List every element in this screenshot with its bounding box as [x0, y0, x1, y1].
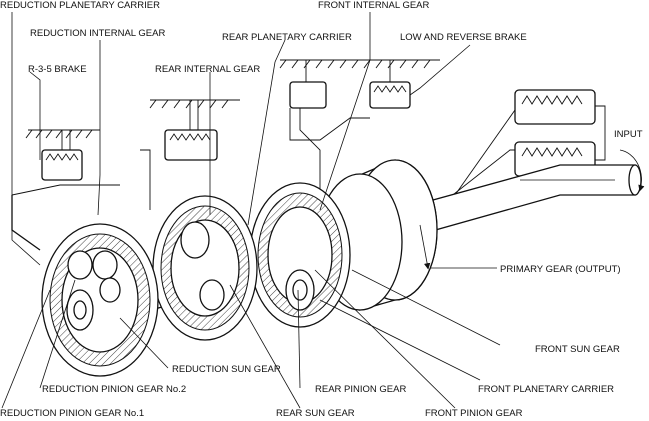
label-low-and-reverse-brake: LOW AND REVERSE BRAKE [400, 32, 527, 43]
label-input: INPUT [614, 129, 643, 140]
label-front-planetary-carrier: FRONT PLANETARY CARRIER [478, 384, 614, 395]
label-reduction-pinion-gear-1: REDUCTION PINION GEAR No.1 [0, 408, 144, 419]
case-ground-hatching [25, 59, 440, 139]
rear-clutch-pack [164, 100, 218, 161]
label-reduction-internal-gear: REDUCTION INTERNAL GEAR [30, 28, 165, 39]
drum-connectors [11, 108, 516, 251]
label-front-internal-gear: FRONT INTERNAL GEAR [318, 0, 430, 11]
leader-lines [1, 12, 501, 409]
reduction-planetary-set [41, 223, 159, 377]
label-rear-internal-gear: REAR INTERNAL GEAR [155, 64, 260, 75]
front-brake-pack [289, 60, 411, 109]
input-clutch-packs [514, 89, 606, 177]
label-rear-sun-gear: REAR SUN GEAR [276, 408, 355, 419]
r35-brake-pack [41, 130, 83, 181]
label-rear-planetary-carrier: REAR PLANETARY CARRIER [222, 32, 352, 43]
label-reduction-sun-gear: REDUCTION SUN GEAR [172, 364, 281, 375]
label-reduction-pinion-gear-2: REDUCTION PINION GEAR No.2 [42, 384, 186, 395]
label-primary-gear-output: PRIMARY GEAR (OUTPUT) [500, 264, 621, 275]
label-r35-brake: R-3-5 BRAKE [28, 64, 87, 75]
rear-planetary-set [152, 195, 258, 341]
label-front-sun-gear: FRONT SUN GEAR [535, 344, 620, 355]
label-rear-pinion-gear: REAR PINION GEAR [315, 384, 406, 395]
front-planetary-set [249, 182, 351, 328]
label-front-pinion-gear: FRONT PINION GEAR [425, 408, 523, 419]
label-reduction-planetary-carrier: REDUCTION PLANETARY CARRIER [0, 0, 160, 11]
